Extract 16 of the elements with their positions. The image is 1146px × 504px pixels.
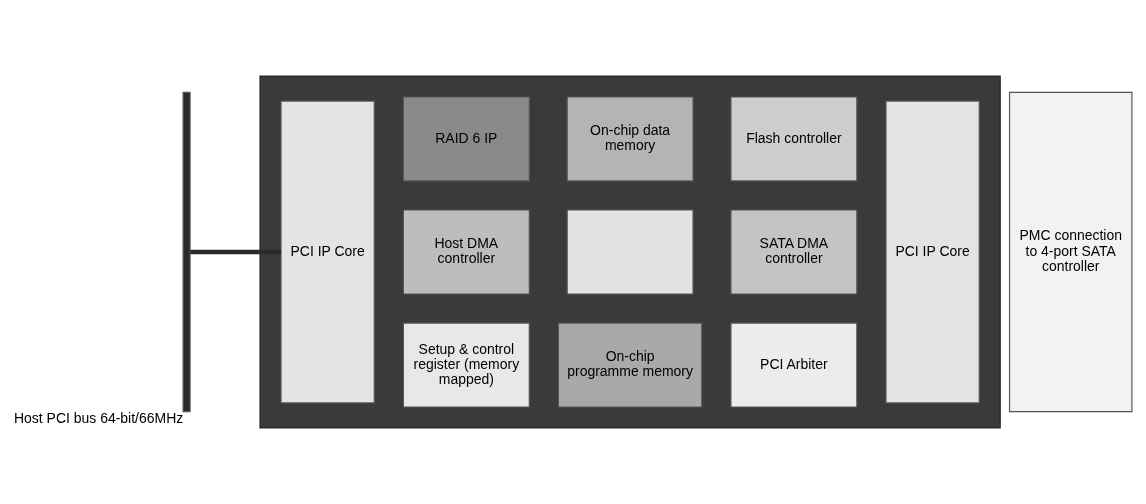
- node-box: Flash controller: [730, 96, 858, 182]
- node-box: On-chip programme memory: [557, 322, 703, 408]
- node-label: Host PCI bus 64-bit/66MHz: [13, 409, 184, 426]
- node-box: On-chip data memory: [566, 96, 694, 182]
- node-box: PCI IP Core: [280, 100, 375, 404]
- node-box: [566, 209, 694, 295]
- node-box: PCI Arbiter: [730, 322, 858, 408]
- connector: [190, 249, 281, 255]
- node-box: PMC connection to 4-port SATA controller: [1008, 91, 1133, 413]
- node-box: SATA DMA controller: [730, 209, 858, 295]
- node-box: RAID 6 IP: [402, 96, 530, 182]
- cluster: [259, 75, 1001, 429]
- node-box: PCI IP Core: [885, 100, 980, 404]
- node-bar: [182, 91, 191, 413]
- node-box: Host DMA controller: [402, 209, 530, 295]
- node-box: Setup & control register (memory mapped): [402, 322, 530, 408]
